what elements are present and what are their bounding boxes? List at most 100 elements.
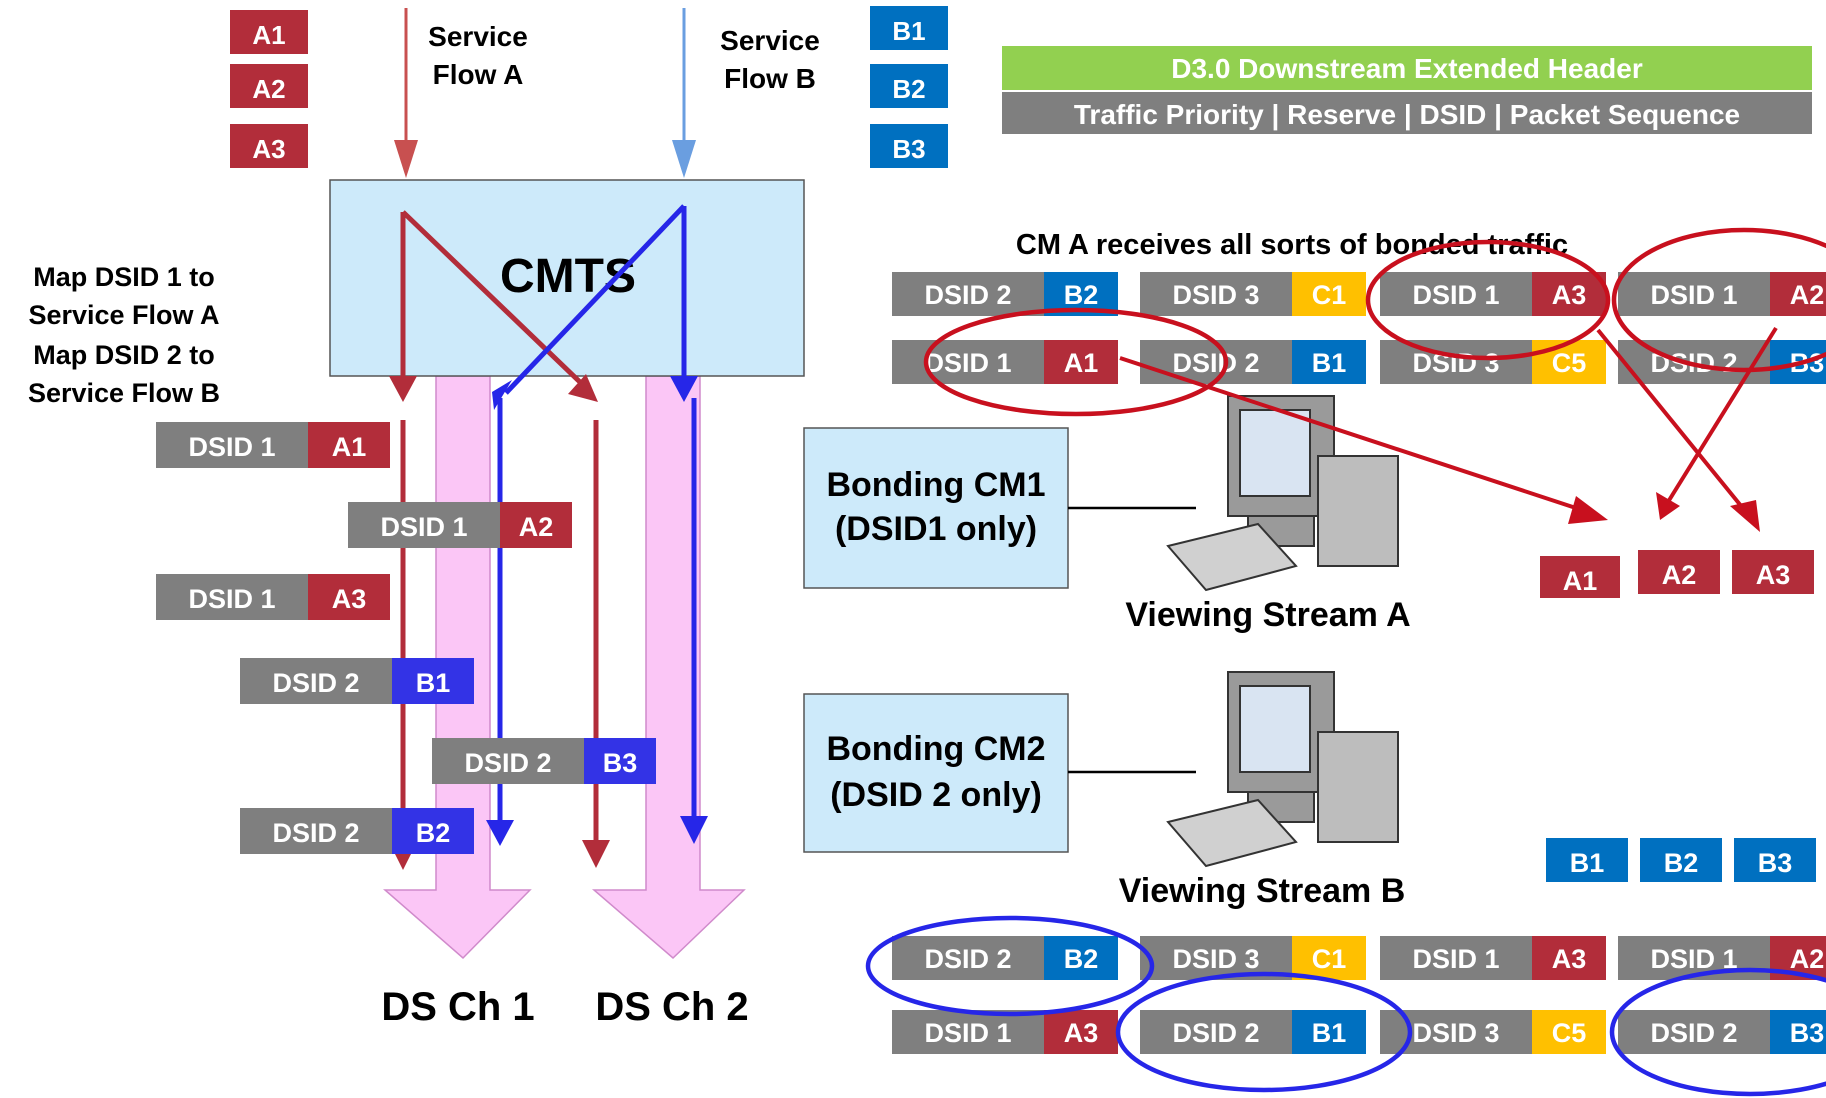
incoming-b3: B3 (892, 134, 925, 164)
channel-packet-dsid: DSID 1 (188, 432, 275, 462)
output-b2: B2 (1664, 848, 1699, 878)
bonded-packet-tag-box (1292, 340, 1366, 384)
red-highlight-ellipses (923, 227, 1826, 417)
channel-packet-dsid: DSID 1 (380, 512, 467, 542)
bonded-packet-dsid-box (892, 340, 1044, 384)
bonded-packet-tag-box (1292, 936, 1366, 980)
channel-packet-tag: A1 (332, 432, 367, 462)
bonded-packet-dsid: DSID 3 (1412, 348, 1499, 378)
bonded-packet-tag: A1 (1064, 348, 1099, 378)
output-a3: A3 (1756, 560, 1791, 590)
service-flow-b-arrowhead (672, 140, 696, 178)
channel-packets: DSID 1 A1 DSID 1 A2 DSID 1 A3 DSID 2 B1 … (156, 422, 656, 854)
channel-packet-tag: B1 (416, 668, 451, 698)
output-a-packets: A1 A2 A3 (1540, 550, 1814, 598)
cm1-line2: (DSID1 only) (835, 510, 1037, 548)
output-a2: A2 (1662, 560, 1697, 590)
cm1-line1: Bonding CM1 (826, 466, 1045, 504)
channel-packet-dsid: DSID 2 (464, 748, 551, 778)
mapping-note-line1: Map DSID 1 to (33, 262, 215, 292)
incoming-a3: A3 (252, 134, 285, 164)
bonded-packet-tag: C1 (1312, 944, 1347, 974)
cm2-box (803, 693, 1069, 853)
bonded-packet-dsid-box (892, 272, 1044, 316)
bonded-packet-dsid-box (1380, 272, 1532, 316)
viewing-stream-b: Viewing Stream B (1119, 872, 1406, 910)
extended-header-fields-bar (1002, 92, 1812, 134)
channel-packet-tag: B2 (416, 818, 451, 848)
bonded-packet-tag-box (1044, 936, 1118, 980)
bonded-packet-dsid-box (1618, 1010, 1770, 1054)
bonded-packet-dsid: DSID 1 (1650, 280, 1737, 310)
ds-channel-2-label: DS Ch 2 (595, 985, 748, 1029)
cm-a-selection-arrows (1119, 326, 1778, 532)
bonded-packet-dsid-box (1380, 936, 1532, 980)
bonded-packet-dsid: DSID 3 (1172, 280, 1259, 310)
mapping-note-line3: Map DSID 2 to (33, 340, 215, 370)
extended-header-title-bar (1002, 46, 1812, 90)
output-a1: A1 (1563, 566, 1598, 596)
bonded-packet-tag: C5 (1552, 1018, 1587, 1048)
incoming-a-packets: A1 A2 A3 (230, 10, 308, 168)
service-flow-b-line2: Flow B (724, 63, 816, 94)
incoming-a2: A2 (252, 74, 285, 104)
output-b-packets: B1 B2 B3 (1546, 838, 1816, 882)
bonded-packet-tag-box (1044, 340, 1118, 384)
service-flow-b-line1: Service (720, 25, 820, 56)
channel-packet-tag: A3 (332, 584, 367, 614)
service-flow-a-arrowhead (394, 140, 418, 178)
bonded-packet-tag-box (1532, 936, 1606, 980)
bonded-packet-dsid-box (892, 1010, 1044, 1054)
bonded-packet-dsid-box (1618, 936, 1770, 980)
ds-channel-1-label: DS Ch 1 (381, 985, 534, 1029)
bonded-packet-tag: B2 (1064, 280, 1099, 310)
blue-highlight-ellipses (865, 915, 1826, 1097)
incoming-a1: A1 (252, 20, 285, 50)
bonded-packet-dsid: DSID 1 (1412, 280, 1499, 310)
bonded-packet-tag-box (1292, 1010, 1366, 1054)
bonded-packet-dsid: DSID 2 (1650, 1018, 1737, 1048)
cmts-routing-arrows (389, 204, 698, 410)
mapping-note-line2: Service Flow A (28, 300, 219, 330)
bonded-packet-tag: C1 (1312, 280, 1347, 310)
bonded-packet-tag: B1 (1312, 348, 1347, 378)
channel-packet-tag: B3 (603, 748, 638, 778)
bonded-packet-dsid: DSID 3 (1412, 1018, 1499, 1048)
incoming-b-packets: B1 B2 B3 (870, 6, 948, 168)
computer-icon (1166, 671, 1399, 868)
bonded-packet-dsid-box (892, 936, 1044, 980)
bonded-packet-tag: A2 (1790, 280, 1825, 310)
incoming-b2: B2 (892, 74, 925, 104)
cm2-line1: Bonding CM2 (826, 730, 1045, 768)
output-b1: B1 (1570, 848, 1605, 878)
bonded-packet-tag: A3 (1552, 280, 1587, 310)
bonded-packet-tag-box (1532, 1010, 1606, 1054)
bonded-packet-tag-box (1292, 272, 1366, 316)
viewing-stream-a: Viewing Stream A (1125, 596, 1410, 634)
bonded-packet-tag-box (1532, 340, 1606, 384)
bonded-packet-dsid-box (1140, 1010, 1292, 1054)
bonded-packet-dsid: DSID 1 (924, 1018, 1011, 1048)
bonded-packet-tag: B3 (1790, 1018, 1825, 1048)
bonded-packet-dsid: DSID 1 (1412, 944, 1499, 974)
bonded-packet-dsid: DSID 2 (924, 944, 1011, 974)
bonded-packet-tag: B1 (1312, 1018, 1347, 1048)
bonded-packet-tag-box (1770, 272, 1826, 316)
service-flow-a-line1: Service (428, 21, 528, 52)
bonded-packet-tag: B2 (1064, 944, 1099, 974)
bonded-packet-tag: A3 (1064, 1018, 1099, 1048)
bonded-packet-tag-box (1532, 272, 1606, 316)
bonded-packet-dsid: DSID 2 (1172, 348, 1259, 378)
bonded-packet-tag: A2 (1790, 944, 1825, 974)
cmts-label: CMTS (500, 250, 636, 303)
bonded-packet-dsid-box (1618, 272, 1770, 316)
channel-packet-tag: A2 (519, 512, 554, 542)
bonded-packet-tag-box (1770, 1010, 1826, 1054)
bonded-packet-dsid: DSID 2 (1172, 1018, 1259, 1048)
bonded-packet-tag: C5 (1552, 348, 1587, 378)
cm2-line2: (DSID 2 only) (830, 776, 1042, 814)
channel-packet-dsid: DSID 2 (272, 818, 359, 848)
bonded-packet-dsid: DSID 2 (924, 280, 1011, 310)
